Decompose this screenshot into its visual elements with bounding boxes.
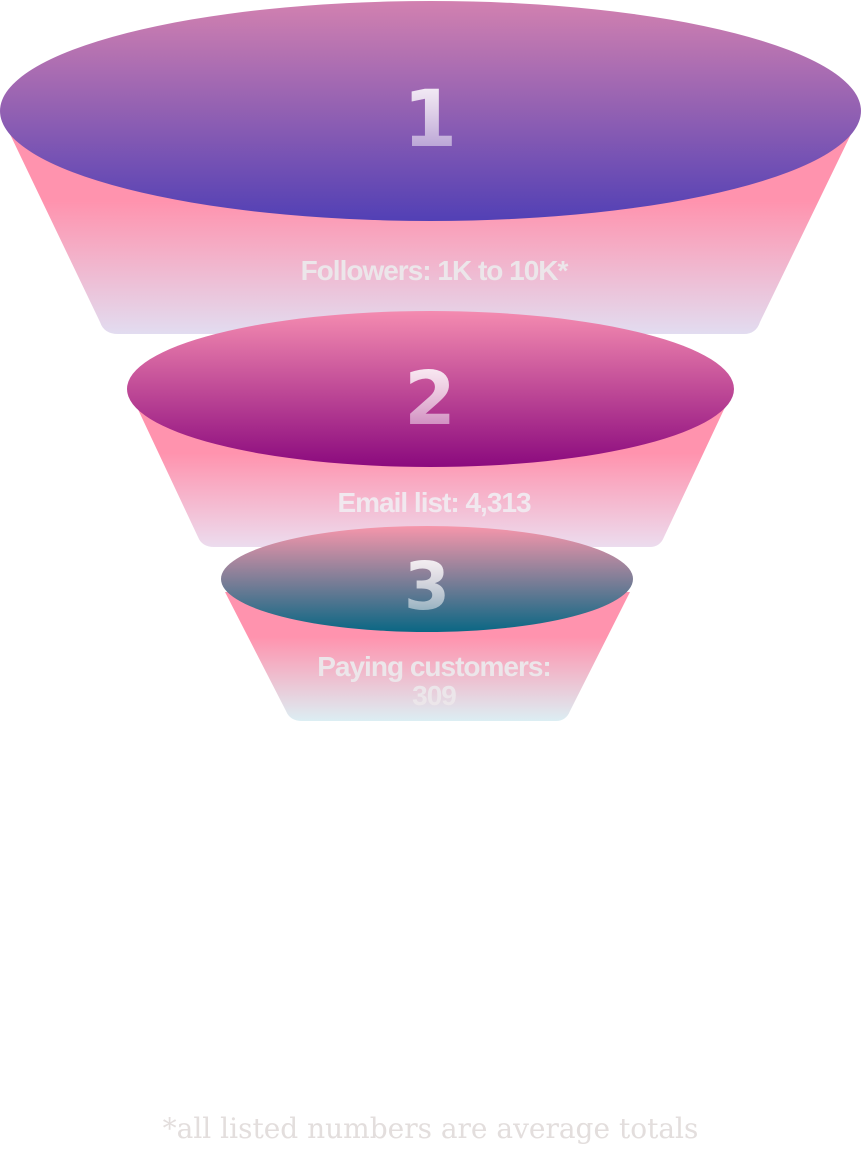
stage-1-label: Followers: 1K to 10K* bbox=[301, 255, 569, 286]
footnote: *all listed numbers are average totals bbox=[162, 1112, 699, 1145]
funnel-stage-1: 1 Followers: 1K to 10K* bbox=[0, 1, 861, 334]
stage-2-label: Email list: 4,313 bbox=[337, 487, 531, 518]
funnel-stage-3: 3 Paying customers: 309 bbox=[221, 526, 633, 721]
stage-3-top bbox=[221, 526, 633, 632]
stage-2-top bbox=[127, 311, 734, 467]
stage-1-top bbox=[0, 1, 861, 221]
stage-2-number: 2 bbox=[404, 356, 456, 442]
stage-3-label-line-1: Paying customers: bbox=[317, 651, 551, 682]
stage-3-number: 3 bbox=[404, 548, 450, 625]
funnel-stage-2: 2 Email list: 4,313 bbox=[127, 311, 734, 547]
stage-1-number: 1 bbox=[403, 75, 457, 165]
stage-3-label-line-2: 309 bbox=[412, 680, 456, 711]
